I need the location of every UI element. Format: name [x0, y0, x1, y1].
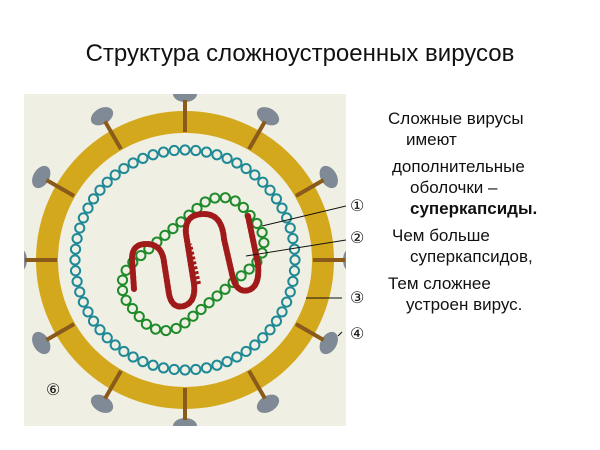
text-line: дополнительные	[392, 157, 525, 176]
inner-capsid	[116, 192, 270, 337]
text-line: устроен вирус.	[406, 295, 523, 314]
surface-spikes	[24, 94, 346, 426]
text-line: Чем больше	[392, 226, 490, 245]
text-line: Сложные вирусы	[388, 109, 524, 128]
spike-stems	[25, 100, 345, 420]
label-3: ③	[350, 290, 365, 307]
label-4: ④	[350, 326, 365, 343]
text-line-bold: суперкапсиды.	[410, 199, 538, 218]
label-1: ①	[350, 198, 365, 215]
paragraph-3: Чем больше суперкапсидов,	[388, 225, 598, 267]
text-line: имеют	[406, 130, 457, 149]
label-6: ⑥	[46, 382, 61, 399]
virus-structure-illustration	[24, 94, 346, 426]
paragraph-4: Тем сложнее устроен вирус.	[388, 273, 598, 315]
paragraph-1: Сложные вирусы имеют	[388, 108, 598, 150]
envelope-ring	[36, 111, 334, 409]
label-2: ②	[350, 230, 365, 247]
text-line: суперкапсидов,	[410, 247, 533, 266]
nucleic-acid-fragment	[188, 243, 201, 285]
page-title: Структура сложноустроенных вирусов	[85, 40, 515, 67]
description-text: Сложные вирусы имеют дополнительные обол…	[388, 108, 598, 321]
leader-lines	[245, 205, 346, 337]
virus-diagram	[24, 94, 346, 426]
nucleic-acid	[128, 210, 262, 310]
paragraph-2: дополнительные оболочки – суперкапсиды.	[388, 156, 598, 219]
text-line: оболочки –	[410, 178, 498, 197]
outer-capsid	[69, 144, 301, 376]
text-line: Тем сложнее	[388, 274, 491, 293]
